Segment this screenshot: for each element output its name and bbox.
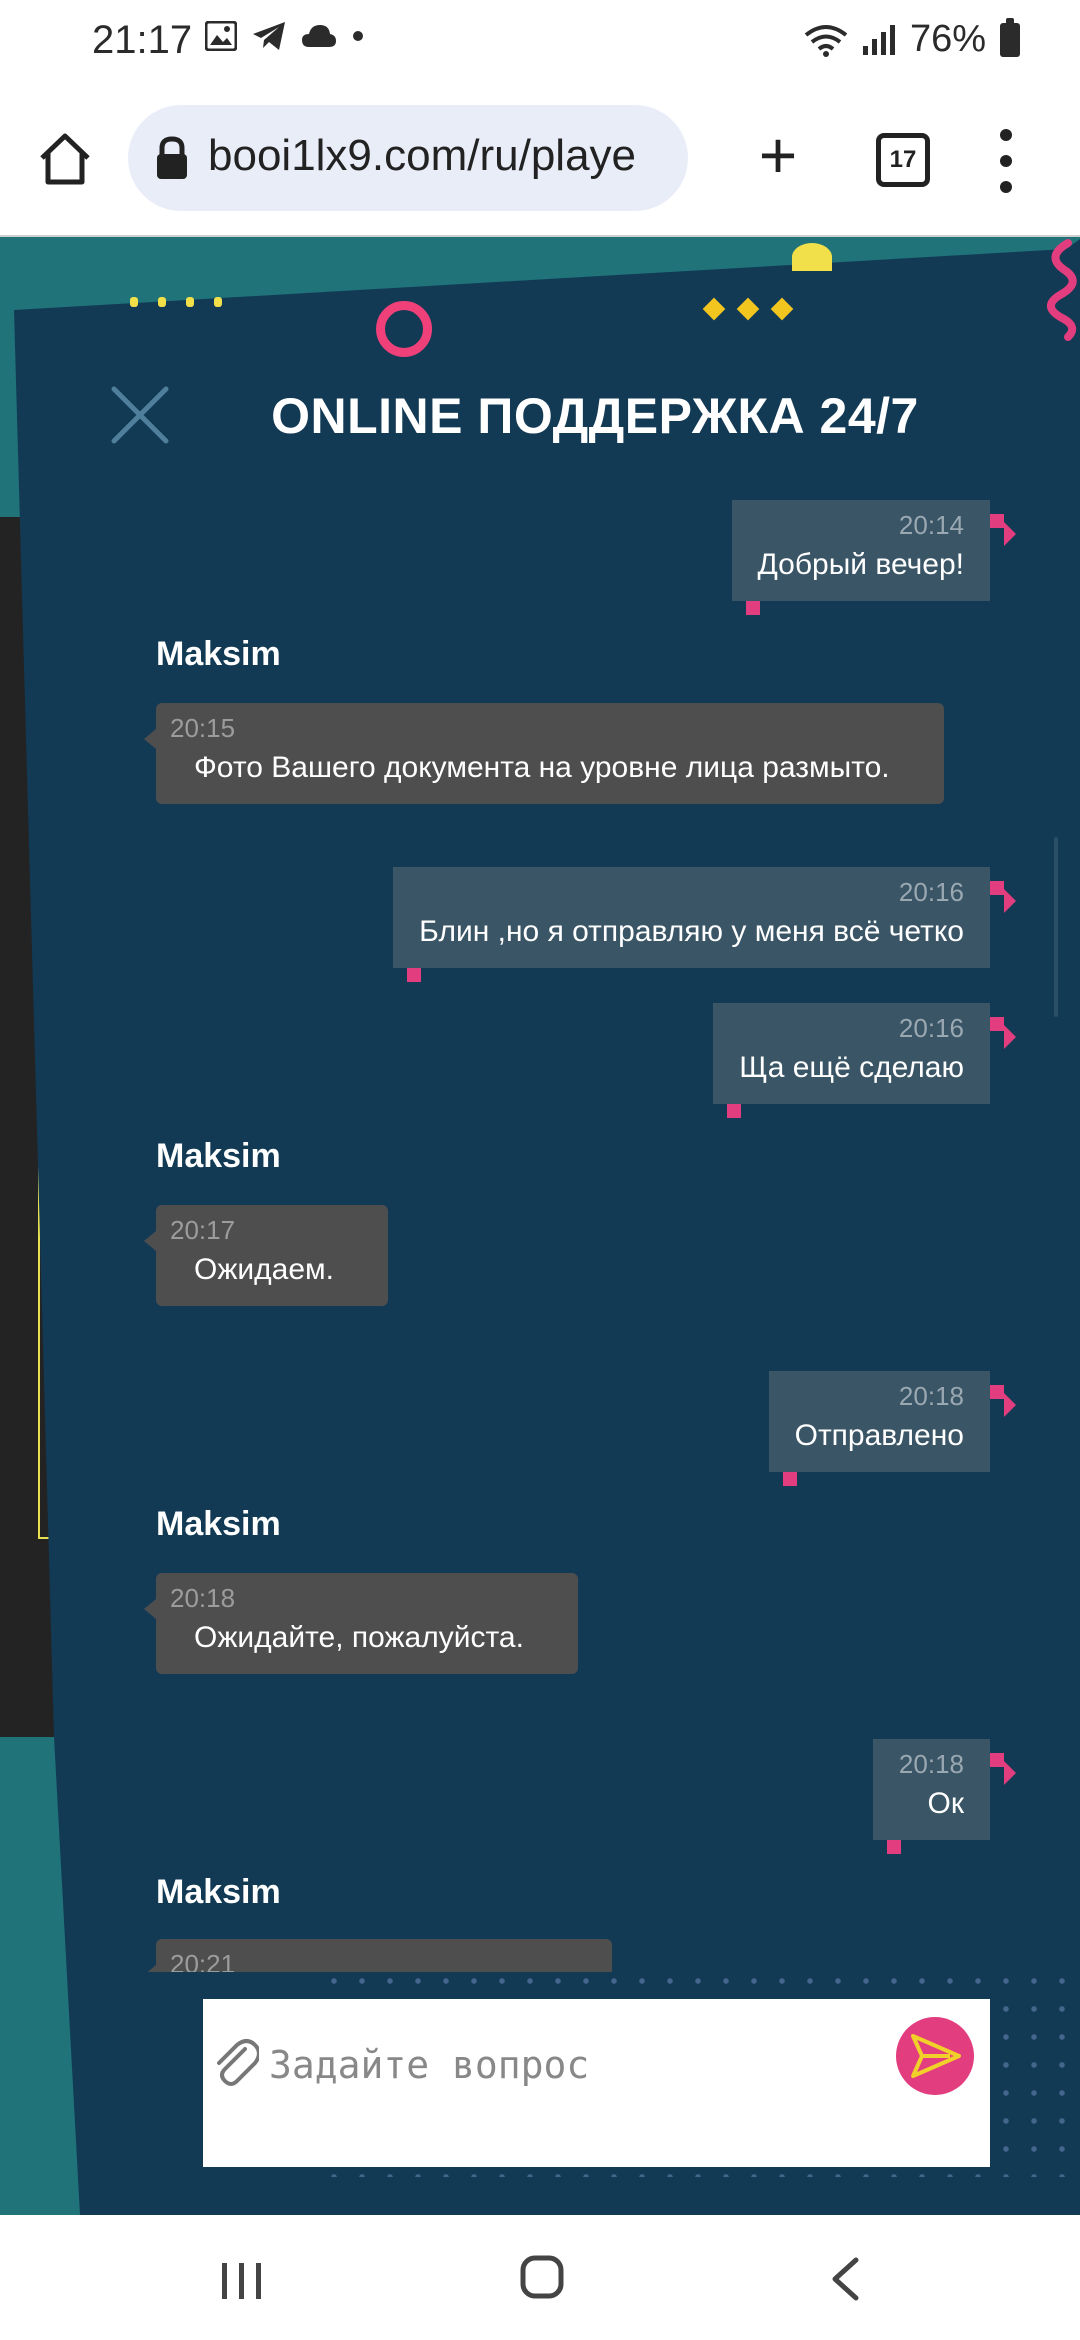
agent-name: Maksim (156, 1505, 281, 1543)
web-page: ONLINE ПОДДЕРЖКА 24/7 20:14 Добрый вечер… (0, 237, 1080, 2215)
image-icon (205, 21, 237, 51)
decoration-dots (130, 297, 222, 307)
agent-message: 20:17 Ожидаем. (144, 1205, 388, 1306)
browser-toolbar: booi1lx9.com/ru/playe + 17 (0, 85, 1080, 237)
message-time: 20:17 (170, 1215, 236, 1245)
signal-icon (862, 24, 895, 55)
status-time: 21:17 (92, 18, 193, 62)
message-time: 20:15 (170, 713, 236, 743)
chat-scrollbar[interactable] (1054, 837, 1058, 1017)
message-text: Добрый вечер! (757, 548, 964, 581)
recent-apps-button[interactable] (220, 2261, 264, 2301)
send-icon (911, 2034, 961, 2078)
user-message: 20:18 Отправлено (768, 1371, 1016, 1492)
home-button[interactable] (36, 130, 94, 188)
tab-switcher-button[interactable]: 17 (876, 133, 930, 187)
user-message: 20:16 Ща ещё сделаю (713, 1003, 1016, 1124)
system-navigation-bar (0, 2215, 1080, 2340)
message-text: Блин ,но я отправляю у меня всё четко (419, 915, 964, 948)
close-chat-button[interactable] (108, 383, 172, 447)
telegram-icon (253, 22, 285, 50)
message-time: 20:18 (170, 1583, 236, 1613)
agent-name: Maksim (156, 1873, 281, 1911)
chat-title: ONLINE ПОДДЕРЖКА 24/7 (271, 388, 919, 444)
decoration-ring (376, 301, 432, 357)
attach-file-button[interactable] (211, 2035, 259, 2087)
battery-percent: 76% (909, 18, 986, 60)
message-time: 20:21 (170, 1949, 236, 1972)
wifi-icon (804, 24, 848, 57)
user-message: 20:14 Добрый вечер! (731, 500, 1016, 621)
message-text: Ща ещё сделаю (739, 1051, 964, 1084)
message-time: 20:16 (898, 877, 964, 907)
message-text: Ок (927, 1787, 964, 1820)
agent-name: Maksim (156, 1137, 281, 1175)
agent-message: 20:15 Фото Вашего документа на уровне ли… (144, 703, 944, 804)
message-text: Ожидайте, пожалуйста. (194, 1621, 524, 1654)
chat-message-input[interactable] (269, 2035, 879, 2095)
home-nav-button[interactable] (520, 2255, 564, 2299)
chat-messages: 20:14 Добрый вечер! Maksim 20:15 Фото Ва… (0, 237, 1080, 1972)
status-bar: 21:17 76% (0, 0, 1080, 85)
agent-message: 20:21 (144, 1939, 612, 1972)
status-notification-icons (205, 20, 365, 52)
agent-name: Maksim (156, 635, 281, 673)
lock-icon (157, 136, 187, 179)
message-text: Ожидаем. (194, 1253, 334, 1286)
status-system-icons: 76% (804, 17, 1020, 61)
decoration-squiggle (1047, 239, 1077, 341)
url-text: booi1lx9.com/ru/playe (208, 131, 637, 180)
send-message-button[interactable] (896, 2017, 974, 2095)
background-yellow-line (38, 1017, 54, 1539)
new-tab-button[interactable]: + (758, 118, 798, 192)
message-time: 20:18 (898, 1749, 964, 1779)
agent-message: 20:18 Ожидайте, пожалуйста. (144, 1573, 578, 1674)
battery-icon (1000, 17, 1020, 57)
browser-menu-button[interactable] (996, 129, 1016, 193)
message-text: Фото Вашего документа на уровне лица раз… (194, 751, 890, 784)
message-time: 20:16 (898, 1013, 964, 1043)
address-bar[interactable]: booi1lx9.com/ru/playe (128, 105, 688, 211)
decoration-yellow-circle (792, 243, 832, 271)
back-button[interactable] (830, 2257, 860, 2301)
dot-icon (353, 31, 363, 41)
message-time: 20:18 (898, 1381, 964, 1411)
message-text: Отправлено (794, 1419, 964, 1452)
message-time: 20:14 (898, 510, 964, 540)
cloud-icon (302, 25, 336, 47)
user-message: 20:16 Блин ,но я отправляю у меня всё че… (393, 867, 1016, 988)
chat-input-box (203, 1999, 990, 2167)
user-message: 20:18 Ок (872, 1739, 1016, 1860)
